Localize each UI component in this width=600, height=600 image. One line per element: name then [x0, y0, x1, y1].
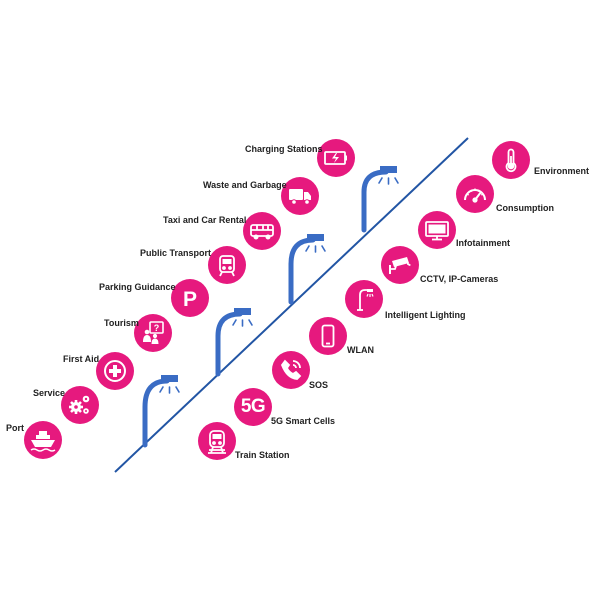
label-wlan: WLAN: [347, 345, 374, 355]
label-cctv-ip-cameras: CCTV, IP-Cameras: [420, 274, 499, 284]
label-5g-smart-cells: 5G Smart Cells: [271, 416, 336, 426]
node-wlan: [309, 317, 347, 355]
label-port: Port: [6, 423, 24, 433]
node-intelligent-lighting: [345, 280, 383, 318]
street-lamp-1: [142, 375, 180, 448]
label-first-aid: First Aid: [63, 354, 100, 364]
node-5g-smart-cells: 5G: [234, 388, 272, 426]
label-consumption: Consumption: [496, 203, 554, 213]
street-lamp-3: [288, 234, 326, 305]
label-charging-stations: Charging Stations: [245, 144, 323, 154]
gauge-icon: [464, 188, 486, 203]
node-waste-and-garbage: [281, 177, 319, 215]
ship-icon: [30, 431, 56, 452]
cctv-camera-icon: [389, 257, 411, 274]
bus-icon: [250, 224, 274, 240]
node-service: [61, 386, 99, 424]
label-public-transport: Public Transport: [140, 248, 212, 258]
node-first-aid: [96, 352, 134, 390]
street-lamp-icon: [357, 289, 374, 311]
label-sos: SOS: [309, 380, 329, 390]
node-consumption: [456, 175, 494, 213]
node-public-transport: [208, 246, 246, 284]
label-tourism: Tourism: [104, 318, 139, 328]
label-waste-and-garbage: Waste and Garbage: [203, 180, 287, 190]
node-tourism: ?: [134, 314, 172, 352]
street-lamp-2: [215, 308, 253, 377]
thermometer-icon: [505, 148, 517, 173]
smartphone-icon: [321, 324, 335, 348]
street-lamp-4: [361, 166, 399, 233]
node-cctv-ip-cameras: [381, 246, 419, 284]
label-parking-guidance: Parking Guidance: [99, 282, 176, 292]
tram-icon: [219, 255, 235, 277]
tourist-info-icon: ?: [143, 321, 164, 344]
phone-icon: [280, 359, 302, 380]
node-charging-stations: [317, 139, 355, 177]
label-service: Service: [33, 388, 66, 398]
first-aid-cross-icon: [104, 360, 126, 382]
node-sos: [272, 351, 310, 389]
node-environment: [492, 141, 530, 179]
battery-charging-icon: [324, 151, 347, 165]
node-port: [24, 421, 62, 459]
node-train-station: [198, 422, 236, 460]
svg-text:P: P: [183, 288, 197, 311]
garbage-truck-icon: [289, 189, 311, 205]
monitor-icon: [425, 221, 449, 241]
label-taxi-and-car-rental: Taxi and Car Rental: [163, 215, 247, 225]
gears-icon: [69, 395, 90, 414]
svg-text:?: ?: [154, 323, 160, 333]
node-taxi-and-car-rental: [243, 212, 281, 250]
node-parking-guidance: P: [171, 279, 209, 317]
label-infotainment: Infotainment: [456, 238, 510, 248]
train-icon: [208, 430, 226, 454]
node-infotainment: [418, 211, 456, 249]
5g-icon: 5G: [240, 396, 266, 417]
label-intelligent-lighting: Intelligent Lighting: [385, 310, 466, 320]
parking-icon: P: [183, 288, 197, 311]
label-train-station: Train Station: [235, 450, 290, 460]
label-environment: Environment: [534, 166, 590, 176]
street-line: [114, 137, 469, 473]
